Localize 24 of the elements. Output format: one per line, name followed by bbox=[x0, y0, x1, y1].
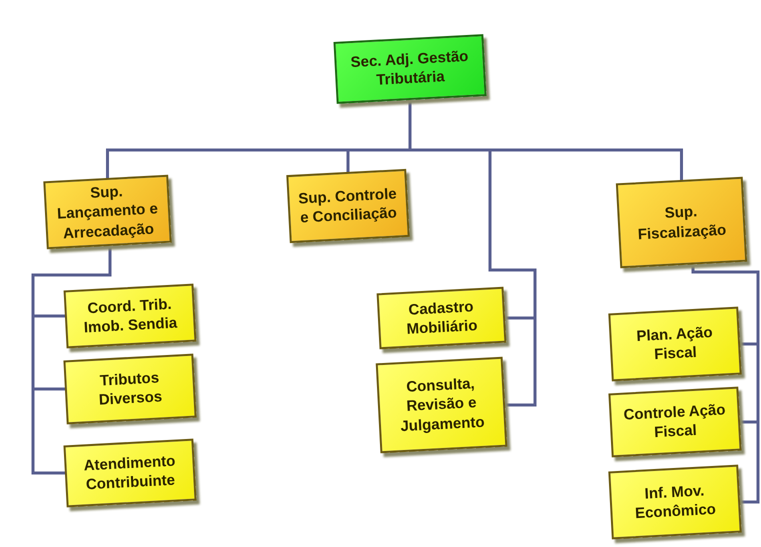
unit-box bbox=[63, 354, 197, 424]
box-label: Tributos Diversos bbox=[97, 368, 164, 411]
division-box bbox=[286, 168, 410, 244]
division-box bbox=[616, 176, 748, 268]
division-box bbox=[43, 174, 172, 250]
box-label: Controle Ação Fiscal bbox=[622, 400, 727, 444]
unit-box bbox=[608, 386, 742, 458]
box-label: Consulta, Revisão e Julgamento bbox=[399, 374, 486, 437]
box-label: Inf. Mov. Econômico bbox=[634, 480, 718, 524]
box-label: Sup. Fiscalização bbox=[636, 202, 728, 245]
box-label: Sec. Adj. Gestão Tributária bbox=[349, 46, 470, 91]
department-box bbox=[333, 34, 487, 104]
box-label: Sup. Lançamento e Arrecadação bbox=[56, 182, 160, 244]
unit-box bbox=[608, 306, 742, 382]
unit-box bbox=[64, 284, 196, 348]
box-label: Coord. Trib. Imob. Sendia bbox=[82, 294, 179, 338]
unit-box bbox=[376, 286, 506, 350]
unit-box bbox=[608, 464, 742, 540]
box-label: Atendimento Contribuinte bbox=[82, 451, 177, 496]
unit-box bbox=[63, 438, 197, 508]
box-label: Sup. Controle e Conciliação bbox=[296, 184, 398, 228]
box-label: Plan. Ação Fiscal bbox=[635, 322, 714, 366]
unit-box bbox=[376, 356, 508, 454]
box-label: Cadastro Mobiliário bbox=[405, 296, 479, 340]
